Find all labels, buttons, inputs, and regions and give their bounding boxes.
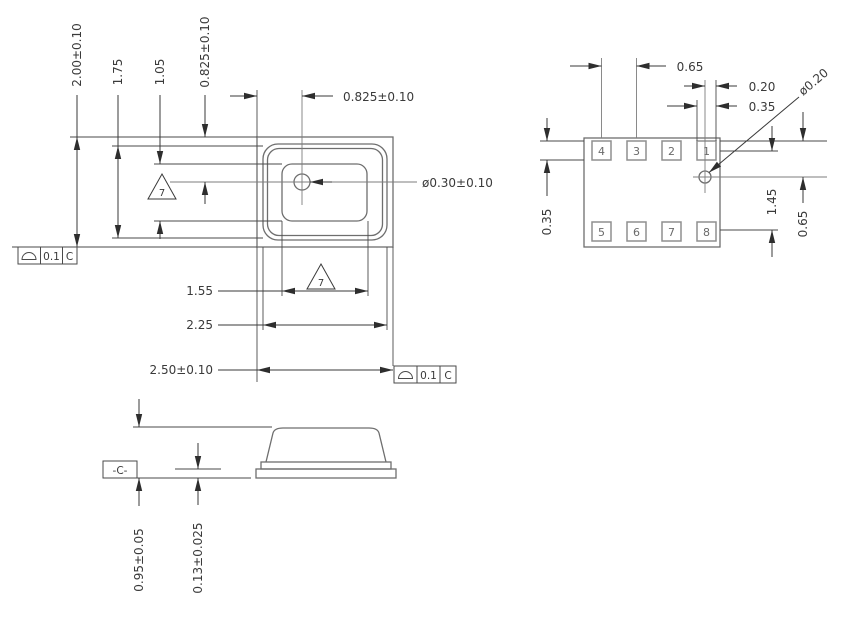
fcf-tolerance: 0.1: [420, 370, 437, 382]
dim-pad-row-pitch-label: 1.45: [765, 189, 779, 216]
dim-hole-to-pad-edge-label: 0.20: [749, 80, 776, 94]
datum-label: -C-: [113, 465, 128, 477]
dim-total-width-label: 2.50±0.10: [150, 363, 214, 377]
fcf-tolerance: 0.1: [43, 251, 60, 263]
pad-number: 5: [598, 226, 605, 239]
side-view-geometry: [255, 427, 397, 479]
dim-hole-x-label: 0.825±0.10: [343, 90, 414, 104]
flag-note-lid: 7: [147, 172, 177, 200]
dim-total-height-label: 2.00±0.10: [70, 23, 84, 87]
pad-view-dimension-lines: [543, 62, 807, 257]
pad-1: [696, 140, 717, 161]
top-view-centerlines: [170, 90, 417, 205]
pad-view-labels: 4 3 2 1 5 6 7 8: [598, 145, 710, 239]
pad-view-geometry: [583, 137, 721, 248]
hole-diameter-label: ø0.30±0.10: [422, 176, 493, 190]
flag-triangle-icon: [306, 262, 336, 290]
cavity-outline: [281, 163, 368, 222]
dim-cavity-height-label: 1.05: [153, 59, 167, 86]
hole-leader-line: [708, 96, 800, 173]
package-outline: [256, 136, 394, 248]
dim-cavity-width-label: 1.55: [186, 284, 213, 298]
pad-6: [626, 221, 647, 242]
datum-frame: [102, 460, 138, 479]
pad-number: 1: [703, 145, 710, 158]
pad-8: [696, 221, 717, 242]
pad-7: [661, 221, 682, 242]
fcf-frame: [17, 246, 78, 265]
side-view-extension-lines: [133, 426, 272, 479]
flag-note-cavity: 7: [306, 262, 336, 290]
side-view: -C- 0.95±0.05 0.13±0.025: [102, 399, 397, 594]
dim-hole-y-label: 0.65: [796, 211, 810, 238]
fcf-bottom: 0.1 C: [393, 365, 457, 384]
lid-outer-edge: [262, 143, 388, 241]
pad-number: 2: [668, 145, 675, 158]
lid-inner-edge: [266, 147, 384, 237]
flag-note-number: 7: [318, 278, 324, 289]
side-view-labels: 0.95±0.05 0.13±0.025: [132, 522, 205, 593]
pad-4: [591, 140, 612, 161]
dim-pad-width-label: 0.35: [749, 100, 776, 114]
top-view: 2.00±0.10 1.75 1.05 0.825±0.10 0.825±0.1…: [12, 16, 493, 384]
dim-hole-y-label: 0.825±0.10: [198, 16, 212, 87]
side-view-dimension-lines: [135, 399, 202, 506]
package-outline: [583, 137, 721, 248]
vent-hole-diameter-label: ø0.20: [796, 66, 831, 99]
fcf-left: 0.1 C: [17, 246, 78, 265]
pad-number: 3: [633, 145, 640, 158]
pad-3: [626, 140, 647, 161]
dim-lid-width-label: 2.25: [186, 318, 213, 332]
dim-base-thickness-label: 0.13±0.025: [191, 522, 205, 593]
fcf-datum: C: [66, 251, 73, 263]
fcf-datum: C: [444, 370, 451, 382]
substrate-base: [255, 468, 397, 479]
top-view-geometry: [256, 136, 394, 248]
pad-view-extension-lines: [540, 58, 827, 231]
dim-pad-height-label: 0.35: [540, 209, 554, 236]
pad-5: [591, 221, 612, 242]
pad-number: 8: [703, 226, 710, 239]
flag-triangle-icon: [147, 172, 177, 200]
pad-number: 6: [633, 226, 640, 239]
dim-pad-pitch-x-label: 0.65: [677, 60, 704, 74]
pad-number: 7: [668, 226, 675, 239]
top-view-dimension-lines: [73, 92, 393, 374]
lid-ledge: [260, 461, 392, 470]
profile-of-surface-icon: [21, 252, 37, 260]
fcf-frame: [393, 365, 457, 384]
dim-lid-height-label: 1.75: [111, 59, 125, 86]
top-view-labels: 2.00±0.10 1.75 1.05 0.825±0.10 0.825±0.1…: [70, 16, 493, 377]
pad-view: 4 3 2 1 5 6 7 8: [540, 58, 831, 257]
flag-note-number: 7: [159, 188, 165, 199]
dim-overall-height-label: 0.95±0.05: [132, 528, 146, 592]
profile-of-surface-icon: [397, 371, 414, 379]
lid-profile: [265, 427, 387, 463]
top-view-extension-lines: [12, 90, 394, 382]
pad-number: 4: [598, 145, 605, 158]
pad-2: [661, 140, 682, 161]
datum-c-callout: -C-: [102, 460, 138, 479]
